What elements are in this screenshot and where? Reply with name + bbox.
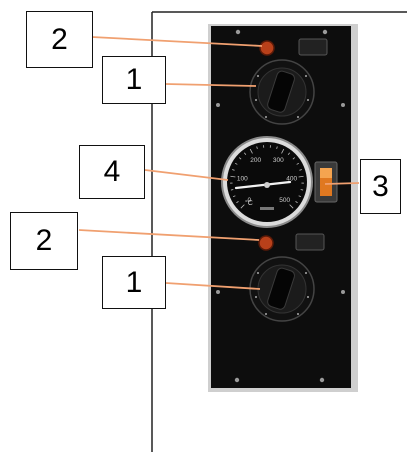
callout-2-bottom: 2 bbox=[10, 212, 78, 270]
callout-label: 1 bbox=[125, 63, 143, 96]
thermostat-knob-bottom[interactable] bbox=[249, 256, 315, 322]
gauge-tick bbox=[232, 195, 236, 198]
leader-line-1-top bbox=[165, 83, 257, 87]
gauge-tick-label: 300 bbox=[273, 157, 284, 164]
gauge-tick bbox=[244, 152, 247, 155]
thermometer-gauge: 0 100 200 300 400 500 °C bbox=[221, 136, 313, 228]
rocker-switch-bottom[interactable] bbox=[295, 233, 325, 251]
callout-4: 4 bbox=[79, 145, 145, 199]
gauge-tick bbox=[232, 169, 235, 171]
leader-line-2-top bbox=[91, 36, 263, 47]
gauge-tick-label: 200 bbox=[250, 157, 261, 164]
gauge-tick bbox=[238, 157, 242, 160]
callout-3: 3 bbox=[360, 159, 401, 214]
gauge-needle bbox=[234, 180, 292, 190]
gauge-tick-label: 400 bbox=[286, 175, 297, 182]
indicator-lamp-bottom bbox=[258, 235, 274, 251]
callout-label: 1 bbox=[125, 265, 143, 299]
gauge-tick bbox=[298, 175, 304, 178]
gauge-tick bbox=[230, 175, 236, 178]
gauge-tick bbox=[298, 195, 302, 198]
callout-2-top: 2 bbox=[26, 11, 93, 68]
rocker-switch-top[interactable] bbox=[298, 38, 328, 56]
gauge-tick-label: 100 bbox=[237, 175, 248, 182]
leader-line-1-bottom bbox=[165, 282, 261, 290]
leader-line-4 bbox=[144, 169, 229, 181]
gauge-tick bbox=[296, 162, 300, 165]
callout-1-top: 1 bbox=[102, 56, 166, 104]
gauge-tick bbox=[249, 148, 253, 154]
callout-label: 4 bbox=[103, 155, 121, 188]
gauge-tick bbox=[295, 201, 298, 204]
callout-1-bottom: 1 bbox=[102, 256, 166, 309]
leader-line-2-bottom bbox=[78, 229, 260, 241]
gauge-tick bbox=[256, 146, 258, 149]
gauge-tick bbox=[236, 201, 239, 204]
panel-screws bbox=[216, 29, 345, 383]
gauge-tick bbox=[230, 189, 234, 191]
gauge-tick bbox=[281, 148, 285, 154]
gauge-tick bbox=[234, 162, 238, 165]
gauge-brand-mark bbox=[260, 207, 274, 210]
gauge-tick bbox=[292, 157, 296, 160]
callout-label: 3 bbox=[372, 169, 389, 203]
callout-label: 2 bbox=[35, 224, 53, 257]
gauge-tick bbox=[240, 204, 245, 209]
gauge-tick bbox=[289, 204, 294, 209]
leader-line-3 bbox=[324, 182, 360, 185]
main-power-switch[interactable] bbox=[314, 161, 338, 203]
gauge-unit-label: °C bbox=[245, 199, 253, 207]
gauge-tick bbox=[300, 189, 304, 191]
thermostat-knob-top[interactable] bbox=[249, 59, 315, 125]
callout-label: 2 bbox=[51, 22, 68, 56]
gauge-tick-label: 0 bbox=[248, 197, 252, 204]
gauge-tick bbox=[299, 169, 302, 171]
indicator-lamp-top bbox=[259, 40, 275, 56]
gauge-hub bbox=[264, 182, 270, 188]
gauge-tick bbox=[276, 146, 278, 149]
leader-lines bbox=[78, 36, 360, 290]
gauge-tick-label: 500 bbox=[279, 197, 290, 204]
gauge-tick bbox=[287, 152, 290, 155]
